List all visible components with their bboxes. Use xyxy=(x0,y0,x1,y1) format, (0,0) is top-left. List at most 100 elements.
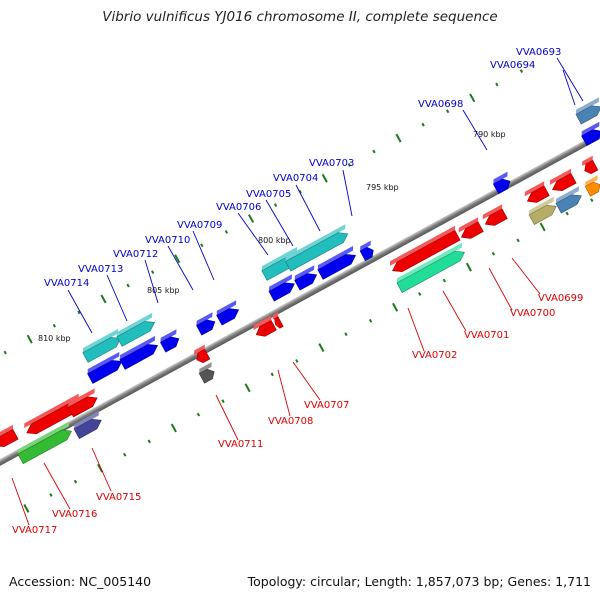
gene-VVA0699b xyxy=(549,168,577,192)
ruler-tick xyxy=(565,211,569,216)
gene-VVA0711 xyxy=(194,344,211,364)
gene-VVA0699c xyxy=(582,155,599,175)
ruler-label: 800 kbp xyxy=(258,236,291,245)
ruler-label: 805 kbp xyxy=(147,286,180,295)
gene-label: VVA0698 xyxy=(418,99,463,110)
ruler-tick xyxy=(442,278,446,283)
gene-label: VVA0703 xyxy=(309,158,354,169)
ruler-tick xyxy=(224,230,229,234)
gene-VVA0709b xyxy=(216,300,240,326)
gene-label: VVA0716 xyxy=(52,509,97,520)
label-leader xyxy=(442,290,467,332)
ruler-tick xyxy=(221,399,225,404)
ruler-tick xyxy=(469,93,476,103)
ruler-tick xyxy=(97,463,104,473)
ruler-ticks xyxy=(3,69,594,513)
gene-label: VVA0709 xyxy=(177,220,222,231)
gene-VVA0698 xyxy=(492,171,511,195)
ruler-label: 810 kbp xyxy=(38,334,71,343)
ruler-tick xyxy=(395,133,402,143)
gene-VVA0694 xyxy=(575,97,600,125)
gene-label: VVA0706 xyxy=(216,202,261,213)
gene-VVA0711b xyxy=(198,362,215,384)
gene-label: VVA0714 xyxy=(44,278,89,289)
ruler-label: 790 kbp xyxy=(473,130,506,139)
gene-VVA0699 xyxy=(524,181,550,203)
gene-VVA0716b xyxy=(67,388,98,418)
ruler-tick xyxy=(196,412,201,417)
ruler-tick xyxy=(170,423,177,433)
gene-label: VVA0693 xyxy=(516,47,561,58)
label-leader xyxy=(295,184,321,232)
ruler-tick xyxy=(52,323,56,328)
gene-VVA0712 xyxy=(87,351,123,384)
ruler-tick xyxy=(295,359,299,363)
ruler-tick xyxy=(273,203,278,207)
label-leader xyxy=(562,69,576,106)
gene-label: VVA0701 xyxy=(464,330,509,341)
label-leader xyxy=(192,230,215,281)
gene-label: VVA0712 xyxy=(113,249,158,260)
gene-VVA0715b xyxy=(73,410,102,439)
ruler-tick xyxy=(3,350,7,355)
gene-VVA0712b xyxy=(119,335,159,370)
label-leader xyxy=(106,274,128,322)
ruler-tick xyxy=(247,214,255,223)
gene-label: VVA0700 xyxy=(510,308,555,319)
ruler-tick xyxy=(49,493,53,497)
gene-labels: VVA0693VVA0694VVA0698VVA0703VVA0704VVA07… xyxy=(12,47,583,536)
gene-label: VVA0717 xyxy=(12,525,57,536)
gene-VVA0699f xyxy=(584,175,600,197)
gene-VVA0693 xyxy=(581,121,600,147)
gene-label: VVA0699 xyxy=(538,293,583,304)
label-leader xyxy=(488,267,513,311)
gene-VVA0707 xyxy=(272,312,284,329)
gene-VVA0701 xyxy=(458,217,484,239)
ruler-tick xyxy=(73,479,78,484)
map-title: Vibrio vulnificus YJ016 chromosome II, c… xyxy=(102,9,498,25)
ruler-tick xyxy=(418,292,422,296)
gene-VVA0710 xyxy=(160,329,180,353)
label-leader xyxy=(215,394,239,441)
gene-label: VVA0710 xyxy=(145,235,190,246)
label-leader xyxy=(91,447,112,492)
gene-VVA0702 xyxy=(389,225,461,273)
ruler-tick xyxy=(100,294,107,304)
ruler-tick xyxy=(465,262,472,272)
gene-VVA0703b xyxy=(359,240,374,262)
chromosome-backbone xyxy=(0,105,600,494)
label-leader xyxy=(407,307,425,352)
label-leader xyxy=(292,361,321,401)
topology-text: Topology: circular; Length: 1,857,073 bp… xyxy=(247,574,591,589)
gene-label: VVA0702 xyxy=(412,350,457,361)
ruler-tick xyxy=(318,343,325,352)
ruler-tick xyxy=(200,243,204,248)
ruler-tick xyxy=(321,173,328,183)
ruler-tick xyxy=(344,332,348,337)
gene-label: VVA0708 xyxy=(268,416,313,427)
ruler-tick xyxy=(392,302,399,312)
ruler-tick xyxy=(147,439,151,444)
gene-label: VVA0707 xyxy=(304,400,349,411)
ruler-tick xyxy=(298,189,302,194)
label-leader-lines xyxy=(11,57,584,526)
label-leader xyxy=(144,259,159,304)
gene-VVA0715 xyxy=(17,421,72,465)
ruler-tick xyxy=(270,372,274,377)
gene-VVA0704 xyxy=(294,265,318,291)
gene-VVA0709 xyxy=(196,312,216,336)
ruler-tick xyxy=(519,69,524,73)
ruler-tick xyxy=(516,238,520,243)
ruler-tick xyxy=(347,163,351,167)
ruler-tick xyxy=(446,109,450,114)
gene-VVA0713 xyxy=(116,312,156,347)
ruler-tick xyxy=(421,122,425,127)
gene-VVA0700 xyxy=(482,204,508,226)
label-leader xyxy=(237,212,269,256)
gene-label: VVA0694 xyxy=(490,60,535,71)
gene-VVA0708 xyxy=(253,315,277,337)
gene-VVA0714 xyxy=(82,328,122,363)
label-leader xyxy=(462,109,488,151)
